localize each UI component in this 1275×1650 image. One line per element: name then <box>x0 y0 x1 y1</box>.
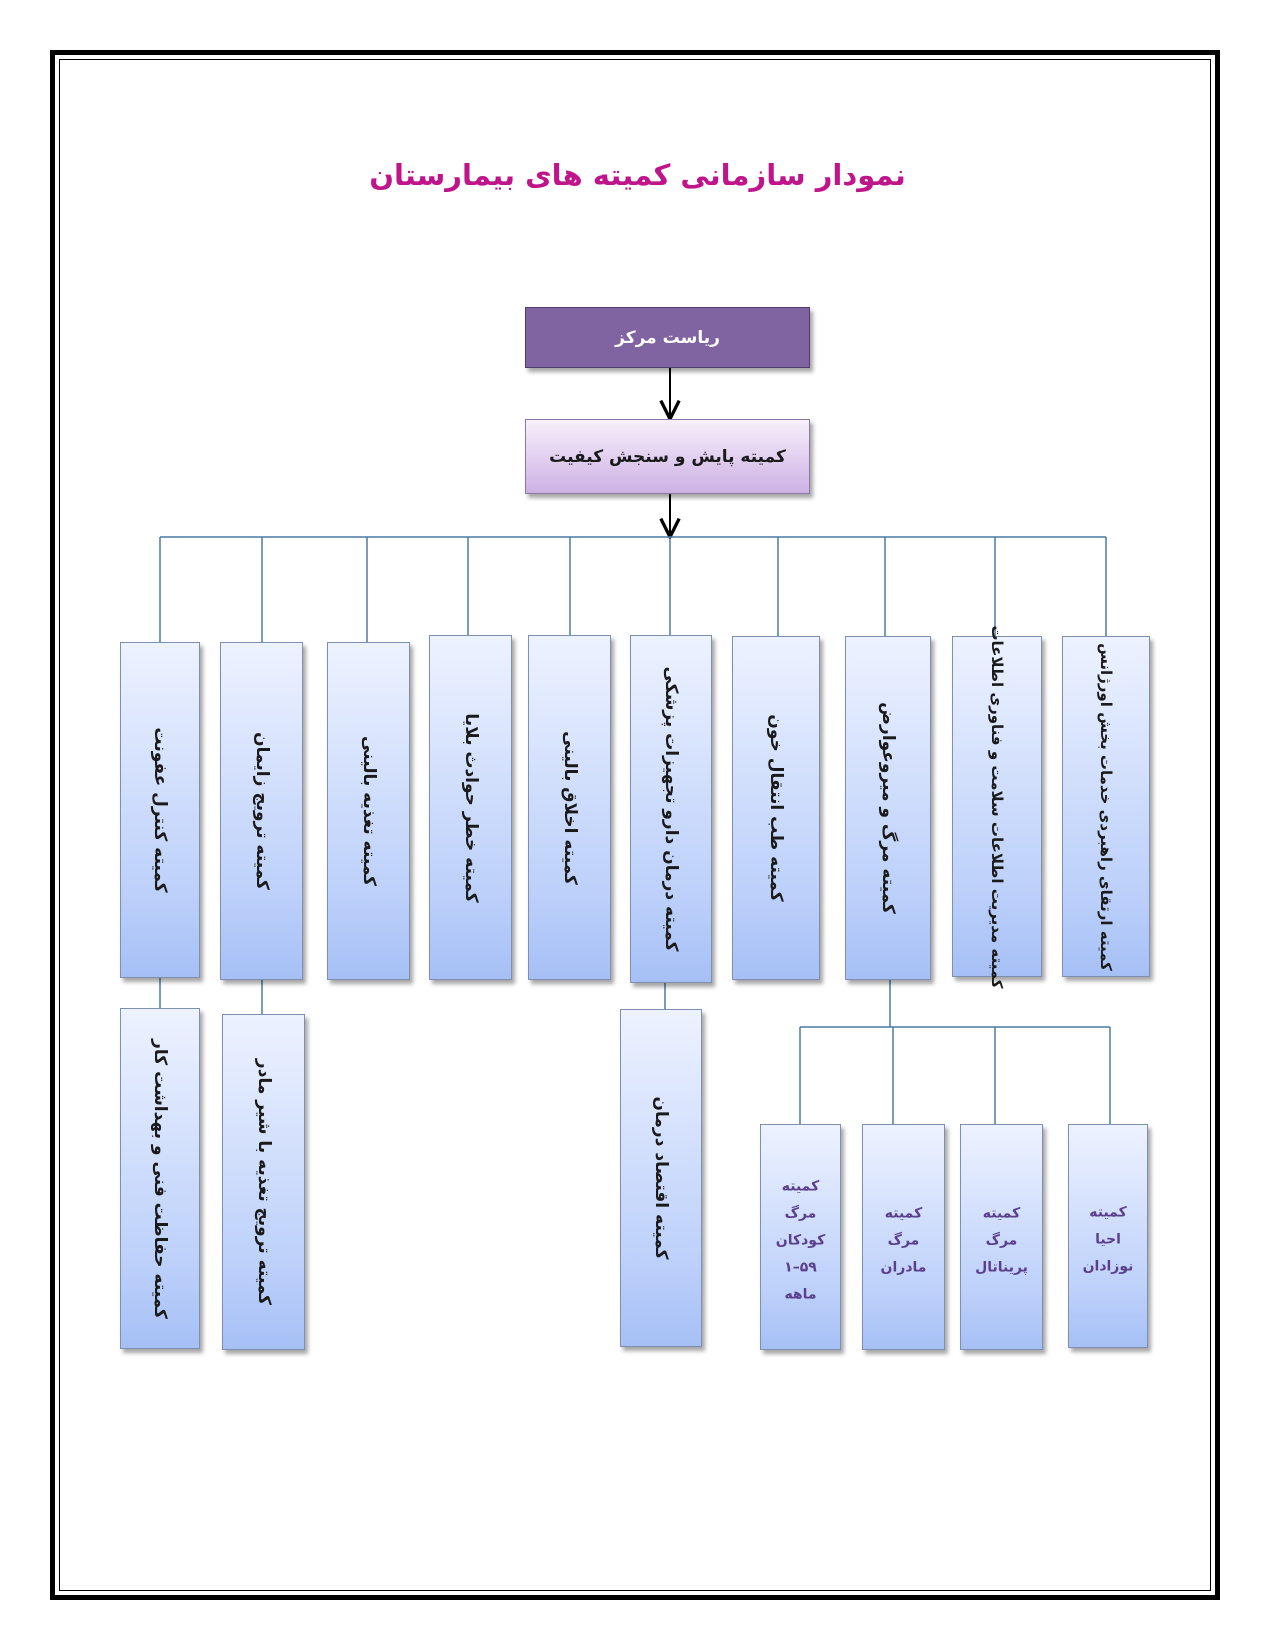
committee-label: کمیته اخلاق بالینی <box>559 730 580 885</box>
committee-label: کمیته درمان دارو تجهیزات پزشکی <box>661 666 681 952</box>
subcommittee-health-economics: کمیته اقتصاد درمان <box>620 1009 702 1347</box>
committee-emergency-services: کمیته ارتقای راهبردی خدمات بخش اورژانس <box>1062 636 1150 977</box>
hospital-head-box: ریاست مرکز <box>525 307 810 368</box>
quality-committee-label: کمیته پایش و سنجش کیفیت <box>549 446 786 467</box>
committee-label: کمیته ارتقای راهبردی خدمات بخش اورژانس <box>1097 642 1115 971</box>
subcommittee-child-mortality: کمیته مرگ کودکان ۵۹–۱ ماهه <box>760 1124 841 1350</box>
committee-clinical-nutrition: کمیته تغذیه بالینی <box>327 642 410 980</box>
committee-label: کمیته تغذیه بالینی <box>358 735 379 887</box>
committee-label: کمیته مرگ و میروعوارض <box>878 702 898 914</box>
committee-mortality-morbidity: کمیته مرگ و میروعوارض <box>845 636 931 980</box>
committee-health-info-management: کمیته مدیریت اطلاعات سلامت و فناوری اطلا… <box>952 625 1042 988</box>
committee-transfusion-medicine: کمیته طب انتقال خون <box>732 636 820 980</box>
subcommittee-label: کمیته مرگ پریناتال <box>975 1205 1028 1276</box>
page-title: نمودار سازمانی کمیته های بیمارستان <box>369 158 906 192</box>
subcommittee-label: کمیته احیا نوزادان <box>1082 1204 1134 1275</box>
subcommittee-label: کمیته حفاظت فنی و بهداشت کار <box>150 1038 170 1319</box>
hospital-head-label: ریاست مرکز <box>615 327 720 348</box>
subcommittee-perinatal-mortality: کمیته مرگ پریناتال <box>960 1124 1043 1350</box>
committee-label: کمیته کنترل عفونت <box>150 727 170 893</box>
subcommittee-label: کمیته مرگ مادران <box>880 1205 927 1276</box>
subcommittee-neonatal-resuscitation: کمیته احیا نوزادان <box>1068 1124 1148 1348</box>
subcommittee-maternal-mortality: کمیته مرگ مادران <box>862 1124 945 1350</box>
committee-disaster-risk: کمیته خطر حوادث بلایا <box>429 635 512 980</box>
committee-natural-childbirth: کمیته ترویج زایمان <box>220 642 303 980</box>
page-border-outer <box>50 50 1220 1600</box>
subcommittee-breastfeeding: کمیته ترویج تغذیه با شیر مادر <box>222 1014 305 1350</box>
subcommittee-occupational-safety: کمیته حفاظت فنی و بهداشت کار <box>120 1008 200 1349</box>
page-border-inner <box>59 59 1211 1591</box>
committee-label: کمیته ترویج زایمان <box>251 732 272 890</box>
subcommittee-label: کمیته مرگ کودکان ۵۹–۱ ماهه <box>775 1178 826 1303</box>
quality-committee-box: کمیته پایش و سنجش کیفیت <box>525 419 810 494</box>
committee-label: کمیته مدیریت اطلاعات سلامت و فناوری اطلا… <box>988 624 1006 989</box>
subcommittee-label: کمیته اقتصاد درمان <box>651 1096 671 1260</box>
subcommittee-label: کمیته ترویج تغذیه با شیر مادر <box>253 1058 274 1306</box>
committee-label: کمیته طب انتقال خون <box>766 714 786 902</box>
committee-infection-control: کمیته کنترل عفونت <box>120 642 200 978</box>
committee-clinical-ethics: کمیته اخلاق بالینی <box>528 635 611 980</box>
committee-drug-treatment-equipment: کمیته درمان دارو تجهیزات پزشکی <box>630 635 712 983</box>
committee-label: کمیته خطر حوادث بلایا <box>460 712 481 903</box>
